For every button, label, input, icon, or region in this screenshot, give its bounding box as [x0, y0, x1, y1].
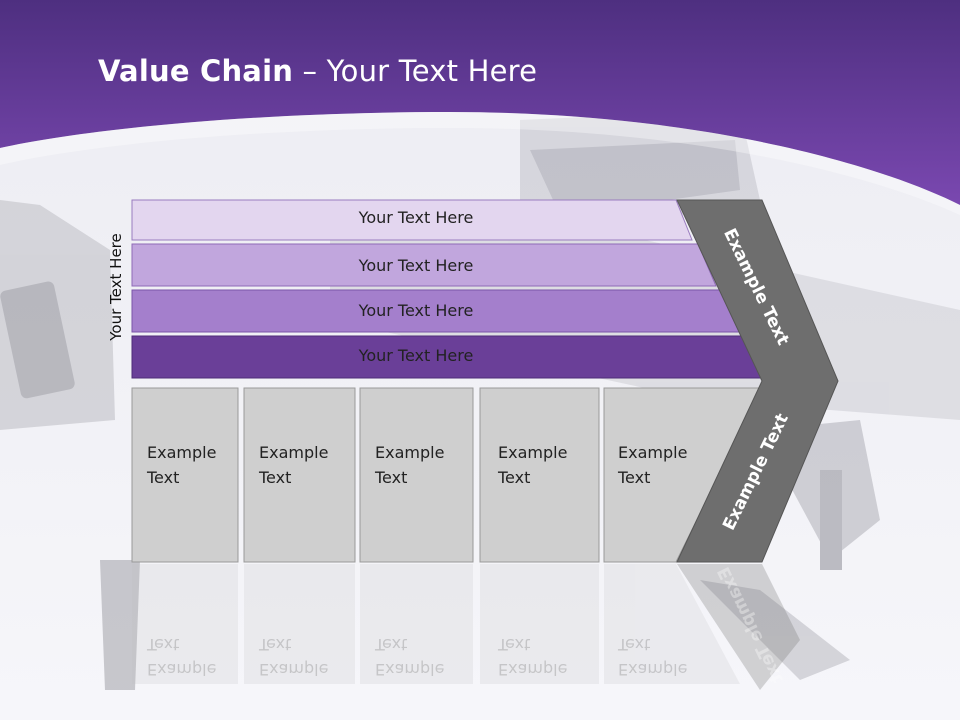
band-1-label: Your Text Here [358, 208, 474, 227]
activity-box-2-label: Example Text [259, 443, 329, 487]
activity-box-3-label: Example Text [375, 443, 445, 487]
activity-box-1-label: Example Text [147, 443, 217, 487]
activity-box-4 [479, 387, 600, 563]
activity-box-2 [243, 387, 356, 563]
activity-box-1 [131, 387, 239, 563]
title-bold: Value Chain [98, 54, 294, 88]
band-1 [131, 199, 693, 241]
band-3-label: Your Text Here [358, 301, 474, 320]
chevron-reflection [677, 564, 800, 690]
margin-chevron [676, 199, 839, 563]
activity-box-4-label: Example Text [498, 443, 568, 487]
title-rest: – Your Text Here [293, 54, 538, 88]
band-2 [131, 243, 717, 287]
slide-title: Value Chain – Your Text Here [98, 54, 537, 88]
activity-box-3 [359, 387, 474, 563]
band-4-label: Your Text Here [358, 346, 474, 365]
activity-box-5 [603, 387, 763, 563]
boxes-reflection [132, 564, 740, 684]
band-2-label: Your Text Here [358, 256, 474, 275]
activity-box-5-label: Example Text [618, 443, 688, 487]
activity-box-4-reflection: Example Text [498, 635, 568, 679]
activity-box-5-reflection: Example Text [618, 635, 688, 679]
activity-box-1-reflection: Example Text [147, 635, 217, 679]
activity-box-3-reflection: Example Text [375, 635, 445, 679]
activity-box-2-reflection: Example Text [259, 635, 329, 679]
